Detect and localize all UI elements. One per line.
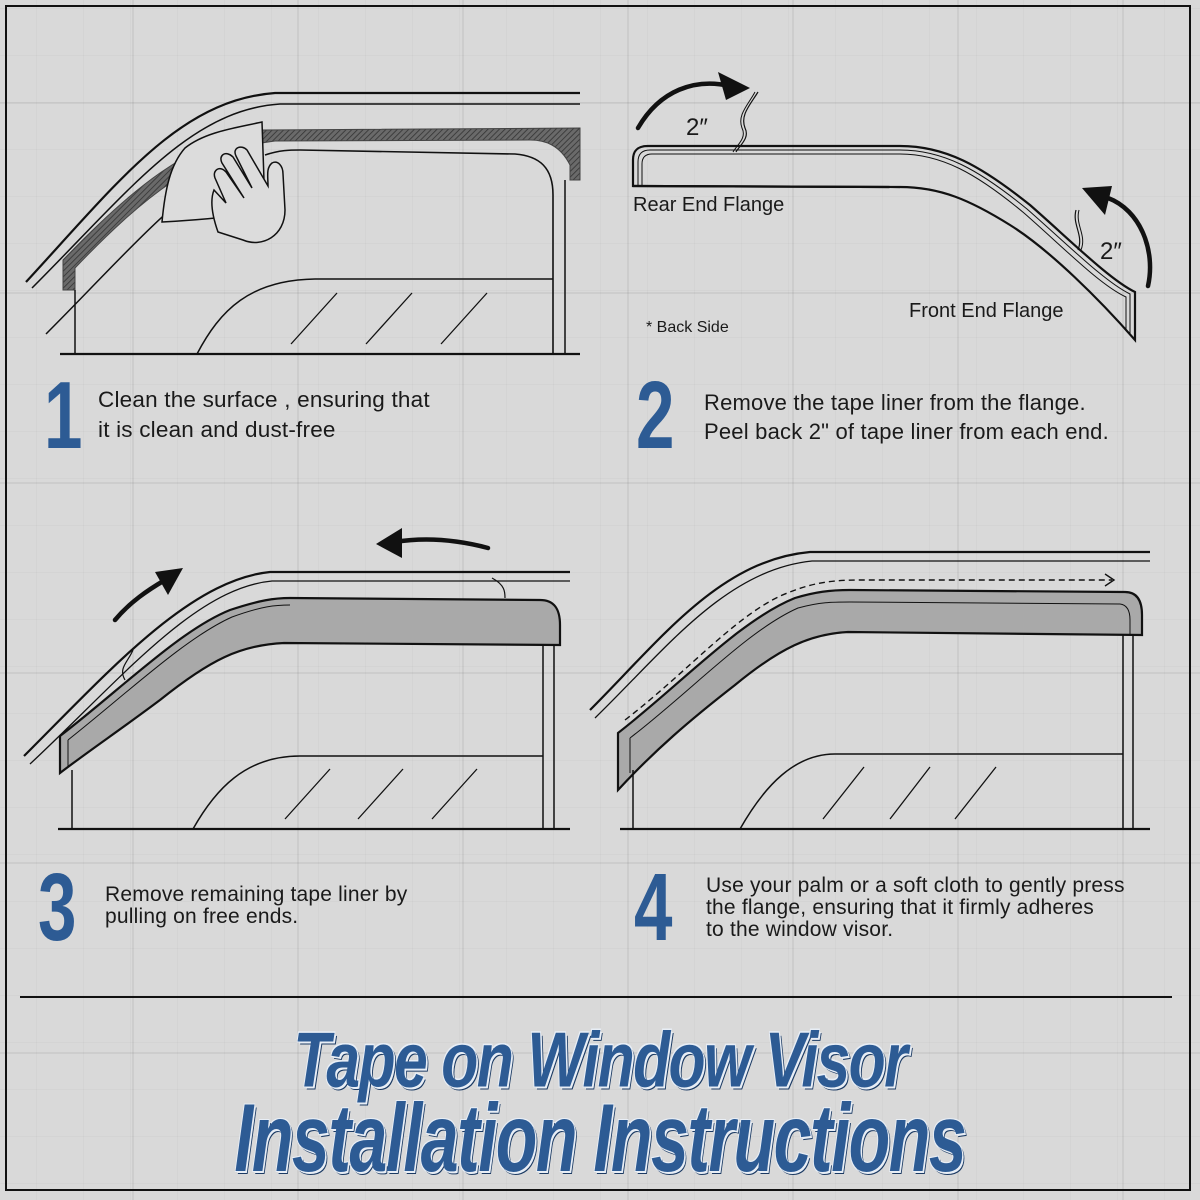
step-2-text: Remove the tape liner from the flange. P… — [704, 390, 1109, 444]
dashed-arrow-right-icon — [1104, 573, 1116, 587]
step-1-panel: 1 Clean the surface , ensuring that it i… — [0, 0, 600, 480]
rear-measure-label: 2″ — [686, 114, 708, 141]
step-1-illustration — [25, 91, 581, 356]
step-3-illustration — [23, 528, 570, 831]
step-3-number: 3 — [38, 854, 76, 961]
title-line-2: Installation Instructions — [0, 1088, 1200, 1189]
title-line-1: Tape on Window Visor — [0, 1017, 1200, 1101]
hand-icon — [211, 146, 286, 244]
rear-flange-label: Rear End Flange — [633, 194, 785, 216]
step-1-number: 1 — [44, 362, 82, 469]
step-3-panel: 3 Remove remaining tape liner by pulling… — [0, 480, 600, 980]
arrow-right-icon — [718, 72, 750, 100]
step-4-panel: 4 Use your palm or a soft cloth to gentl… — [589, 480, 1200, 980]
step-4-number: 4 — [634, 854, 672, 961]
front-measure-label: 2″ — [1100, 238, 1122, 265]
step-1-text: Clean the surface , ensuring that it is … — [98, 387, 430, 442]
back-side-note: * Back Side — [646, 319, 729, 336]
title-line-1-text: Tape on Window Visor — [293, 1015, 908, 1104]
arrow-left-icon — [376, 528, 402, 558]
arrow-up-right-icon — [155, 568, 183, 595]
page-frame — [5, 5, 1191, 1191]
step-3-text: Remove remaining tape liner by pulling o… — [105, 883, 408, 928]
title-line-2-text: Installation Instructions — [234, 1084, 967, 1192]
arrow-up-icon — [1082, 186, 1112, 215]
front-flange-label: Front End Flange — [909, 300, 1064, 322]
step-4-illustration — [589, 550, 1150, 831]
step-4-text: Use your palm or a soft cloth to gently … — [706, 874, 1125, 941]
step-2-number: 2 — [636, 362, 674, 469]
step-2-panel: 2″ 2″ Rear End Flange Front End Flange *… — [600, 0, 1200, 480]
section-divider — [20, 996, 1172, 998]
step-2-illustration — [631, 72, 1153, 343]
